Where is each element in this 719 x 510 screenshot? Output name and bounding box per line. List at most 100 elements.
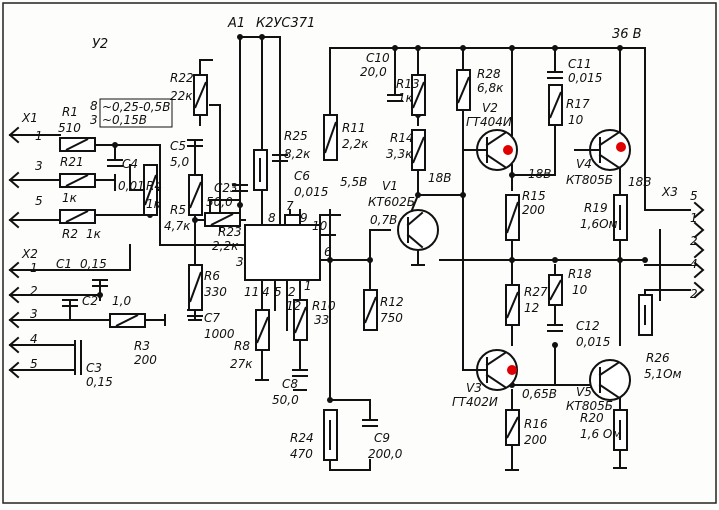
resistors-12-ref-label: R11 [342, 121, 366, 135]
capacitors-7-ref-label: C7 [204, 311, 220, 325]
capacitors-3-value-label: 0,01 [118, 179, 145, 193]
voltages-5-label: 0,65В [522, 387, 557, 401]
x1-pin: 5 [35, 194, 43, 208]
resistors-11-ref-label: R10 [312, 299, 336, 313]
resistors-1-ref-label: R21 [60, 155, 84, 169]
transistors-2-part-label: ГТ402И [452, 395, 498, 409]
ic-pins-11-label: 1 [304, 279, 312, 293]
input-level: ~0,25-0,5В [102, 100, 170, 114]
capacitors-4-ref-label: C5 [170, 139, 186, 153]
ic-ref: A1 [227, 16, 245, 31]
voltages-4-label: 18В [628, 175, 652, 189]
resistors-7-value-label: 2,2к [212, 239, 239, 253]
x2-pin: 1 [30, 261, 38, 275]
ic-pins-9-label: 2 [288, 285, 296, 299]
x1-ref: X1 [21, 111, 38, 125]
capacitors-10-ref-label: C10 [366, 51, 390, 65]
capacitor-bodies [62, 71, 563, 427]
resistors-20-ref-label: R16 [524, 417, 548, 431]
resistors-9-value-label: 27к [230, 357, 253, 371]
transistors-2-ref-label: V3 [466, 381, 482, 395]
resistors-11-value-label: 33 [314, 313, 329, 327]
resistors-24-ref-label: R20 [580, 411, 604, 425]
capacitors-11-value-label: 0,015 [568, 71, 602, 85]
resistors-18-ref-label: R15 [522, 189, 546, 203]
x2-pin: 2 [30, 284, 38, 298]
transistors-4-part-label: КТ805Б [566, 399, 613, 413]
ic-a1-tab [284, 214, 301, 226]
x3-pin: 2 [690, 287, 698, 301]
x3-ref: X3 [661, 185, 678, 199]
ic-a1-body [244, 224, 321, 281]
transistor-bodies [397, 129, 631, 401]
resistors-24-value-label: 1,6 Ом [580, 427, 621, 441]
board-label: У2 [92, 37, 108, 52]
marker-v4 [616, 142, 626, 152]
capacitors-3-ref-label: C4 [122, 157, 138, 171]
resistors-4-value-label: 200 [134, 353, 157, 367]
input-level: ~0,15В [102, 113, 147, 127]
resistors-25-value-label: 5,1Ом [644, 367, 682, 381]
voltages-2-label: 18В [428, 171, 452, 185]
frame [2, 2, 717, 504]
connector-arrows [8, 126, 705, 379]
supply-voltage: 36 В [612, 27, 642, 42]
capacitors-6-value-label: 0,015 [294, 185, 328, 199]
resistors-0-value-label: 510 [58, 121, 81, 135]
resistors-12-value-label: 2,2к [342, 137, 369, 151]
resistors-8-value-label: 330 [204, 285, 227, 299]
resistors-16-value-label: 470 [290, 447, 313, 461]
capacitors-5-ref-label: C23 [214, 181, 238, 195]
ic-pins-1-label: 6 [324, 245, 332, 259]
resistors-20-value-label: 200 [524, 433, 547, 447]
resistors-14-value-label: 1к [398, 91, 414, 105]
resistors-17-ref-label: R28 [477, 67, 501, 81]
voltages-1-label: 0,7В [370, 213, 397, 227]
resistors-10-ref-label: R25 [284, 129, 308, 143]
capacitors-9-ref-label: C9 [374, 431, 390, 445]
grounds [188, 59, 627, 471]
resistors-2-value-label: 1к [86, 227, 102, 241]
capacitors-5-value-label: 50,0 [206, 195, 233, 209]
capacitors-0-ref-label: C1 [56, 257, 72, 271]
marker-v2 [503, 145, 513, 155]
capacitors-9-value-label: 200,0 [368, 447, 403, 461]
resistors-6-ref-label: R5 [170, 203, 186, 217]
x1-pin: 3 [35, 159, 43, 173]
input-level-pin: 8 [90, 99, 98, 113]
ic-pins-10-label: 12 [286, 299, 301, 313]
transistors-4-ref-label: V5 [576, 385, 592, 399]
capacitors-11-ref-label: C11 [568, 57, 592, 71]
capacitors-2-ref-label: C3 [86, 361, 102, 375]
ic-pins-2-label: 7 [286, 199, 294, 213]
labels: У2 A1 К2УС371 36 В X1 1 3 5 X2 1 2 3 4 5… [21, 16, 698, 461]
x3-pin: 1 [690, 211, 698, 225]
resistors-15-value-label: 3,3к [386, 147, 413, 161]
resistors-4-ref-label: R3 [134, 339, 150, 353]
resistors-5-value-label: 22к [170, 89, 193, 103]
x3-pin: 5 [690, 189, 698, 203]
resistors-3-ref-label: R4 [146, 179, 162, 193]
resistors-23-value-label: 1,6Ом [580, 217, 618, 231]
transistors-1-part-label: ГТ404И [466, 115, 512, 129]
resistor-bodies [59, 69, 653, 461]
capacitors-4-value-label: 5,0 [170, 155, 189, 169]
x2-pin: 4 [30, 332, 38, 346]
resistors-0-ref-label: R1 [62, 105, 78, 119]
resistors-10-value-label: 8,2к [284, 147, 311, 161]
resistors-18-value-label: 200 [522, 203, 545, 217]
wires [24, 36, 691, 471]
resistors-17-value-label: 6,8к [477, 81, 504, 95]
input-level-pin: 3 [90, 113, 98, 127]
ic-part: К2УС371 [256, 16, 315, 31]
ic-pins-7-label: 4 [262, 285, 270, 299]
capacitors-12-ref-label: C12 [576, 319, 600, 333]
capacitors-1-ref-label: C2 [82, 294, 98, 308]
resistors-19-value-label: 12 [524, 301, 539, 315]
resistors-19-ref-label: R27 [524, 285, 548, 299]
ic-pins-6-label: 11 [244, 285, 259, 299]
resistors-1-value-label: 1к [62, 191, 78, 205]
resistors-3-value-label: 1к [146, 197, 162, 211]
